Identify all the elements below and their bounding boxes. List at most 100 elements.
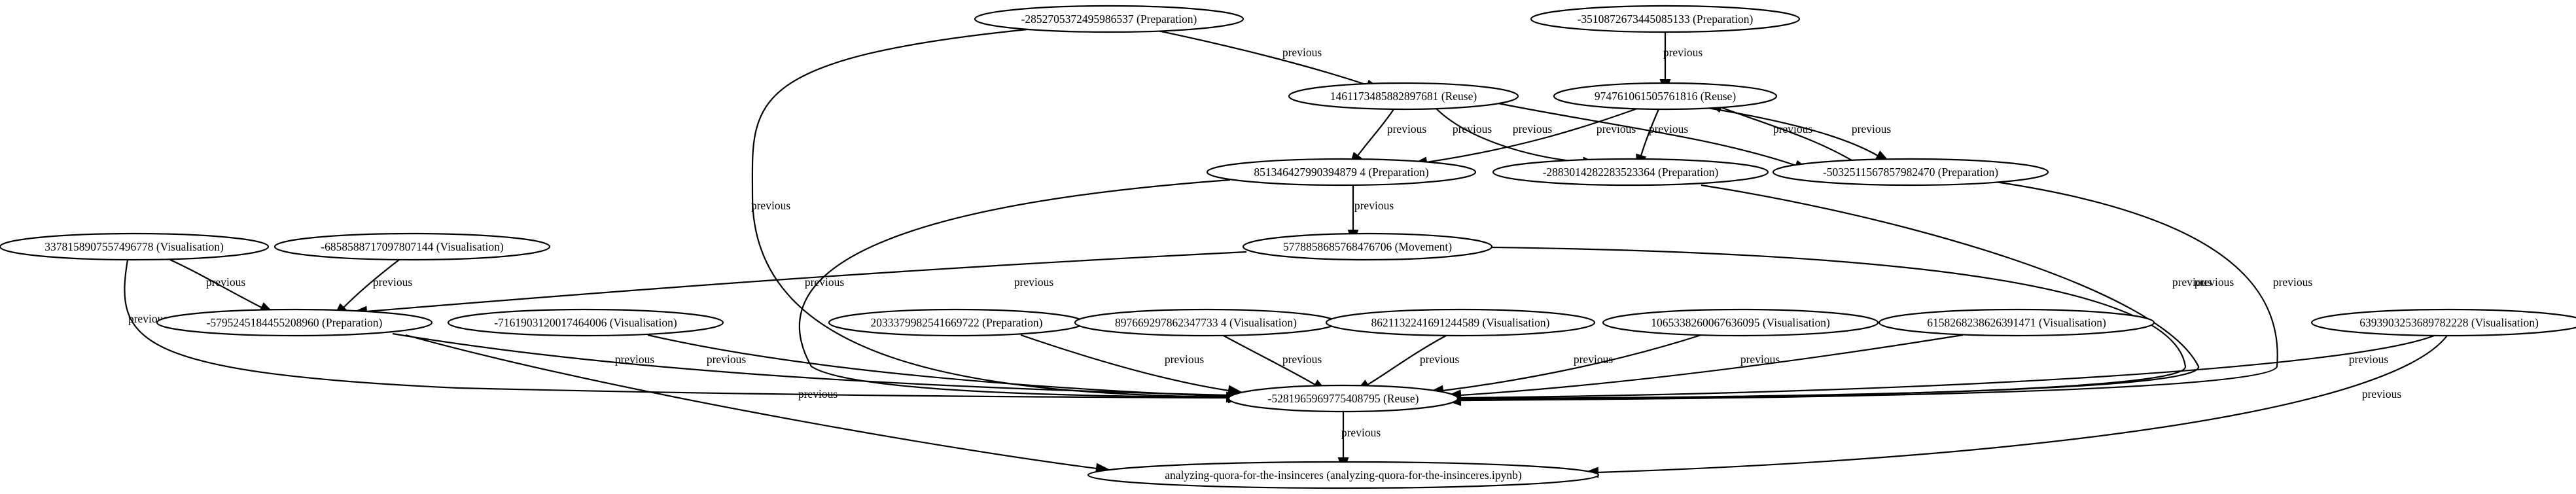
node-n9747[interactable]: 974761061505761816 (Reuse) bbox=[1553, 82, 1778, 111]
edge-label: previous bbox=[1165, 353, 1204, 366]
node-n2883[interactable]: -2883014282283523364 (Preparation) bbox=[1492, 158, 1769, 186]
edge-line bbox=[1460, 246, 2187, 400]
edge-label: previous bbox=[206, 275, 245, 289]
node-shape bbox=[1772, 158, 2049, 186]
node-shape bbox=[2310, 308, 2576, 337]
edge-n2852-to-n5281: previous bbox=[751, 28, 1243, 403]
edges-layer: previous previous previous previous previous… bbox=[124, 28, 2448, 478]
edge-label: previous bbox=[1341, 426, 1381, 439]
edge-label: previous bbox=[1387, 122, 1426, 135]
node-nquora[interactable]: analyzing-quora-for-the-insinceres (anal… bbox=[1087, 461, 1600, 489]
edge-line bbox=[1223, 335, 1316, 385]
node-n5795[interactable]: -5795245184455208960 (Preparation) bbox=[156, 308, 433, 337]
node-n7161[interactable]: -7161903120017464006 (Visualisation) bbox=[447, 308, 724, 337]
node-shape bbox=[1602, 308, 1879, 337]
edge-label: previous bbox=[615, 353, 654, 366]
edge-label: previous bbox=[1014, 275, 1053, 289]
node-label: 3378158907557496778 (Visualisation) bbox=[44, 240, 224, 253]
edge-n5795-to-nquora: previous bbox=[405, 334, 1112, 474]
node-n8621[interactable]: 8621132241691244589 (Visualisation) bbox=[1325, 308, 1596, 337]
edge-n9747-to-n8513: previous bbox=[1411, 107, 1640, 168]
node-n2033[interactable]: 2033379982541669722 (Preparation) bbox=[828, 308, 1085, 337]
edge-line bbox=[1597, 335, 2448, 474]
edge-line bbox=[343, 259, 400, 308]
edge-n1461-to-n8513: previous bbox=[1349, 109, 1426, 168]
node-shape bbox=[447, 308, 724, 337]
edge-label: previous bbox=[1852, 122, 1891, 135]
node-n5032[interactable]: -5032511567857982470 (Preparation) bbox=[1772, 158, 2049, 186]
edge-line bbox=[1426, 107, 1640, 164]
node-n6858[interactable]: -6858588717097807144 (Visualisation) bbox=[273, 232, 551, 261]
edge-label: previous bbox=[1282, 353, 1322, 366]
edge-n8976-to-n5281: previous bbox=[1223, 335, 1328, 393]
edge-line bbox=[1020, 334, 1229, 392]
edge-n5032-to-n9747: previous bbox=[1706, 101, 1852, 161]
edge-line bbox=[647, 334, 1229, 398]
node-label: 8621132241691244589 (Visualisation) bbox=[1371, 316, 1550, 329]
edge-label: previous bbox=[1773, 122, 1812, 135]
node-shape bbox=[1087, 461, 1600, 489]
edge-n7161-to-n5281: previous bbox=[647, 334, 1244, 402]
edge-line bbox=[1367, 335, 1447, 385]
node-label: 851346427990394879 4 (Preparation) bbox=[1254, 166, 1428, 179]
node-n1461[interactable]: 1461173485882897681 (Reuse) bbox=[1288, 82, 1519, 111]
node-shape bbox=[156, 308, 433, 337]
edge-label: previous bbox=[1513, 122, 1552, 135]
node-label: 1461173485882897681 (Reuse) bbox=[1330, 90, 1477, 103]
node-shape bbox=[1206, 158, 1477, 186]
node-label: 5778858685768476706 (Movement) bbox=[1283, 240, 1452, 253]
edge-line bbox=[392, 332, 1229, 397]
edge-label: previous bbox=[751, 199, 790, 212]
edge-label: previous bbox=[798, 387, 838, 400]
node-shape bbox=[1878, 308, 2155, 337]
edge-label: previous bbox=[805, 275, 844, 289]
edge-label: previous bbox=[2349, 353, 2388, 366]
edge-line bbox=[1460, 334, 1964, 397]
edge-line bbox=[1640, 109, 1660, 156]
node-label: -3510872673445085133 (Preparation) bbox=[1578, 12, 1754, 26]
node-n1065[interactable]: 1065338260067636095 (Visualisation) bbox=[1602, 308, 1879, 337]
nodes-layer: -2852705372495986537 (Preparation) -35108… bbox=[0, 5, 2576, 489]
node-label: 6393903253689782228 (Visualisation) bbox=[2359, 316, 2539, 329]
edge-n2852-to-n1461: previous bbox=[1151, 28, 1382, 90]
node-label: 974761061505761816 (Reuse) bbox=[1595, 90, 1736, 103]
edge-line bbox=[1442, 334, 1702, 392]
node-shape bbox=[1553, 82, 1778, 111]
edge-label: previous bbox=[1597, 122, 1636, 135]
edge-n6393-to-nquora: previous bbox=[1582, 335, 2448, 478]
node-label: -6858588717097807144 (Visualisation) bbox=[321, 240, 504, 253]
edge-label: previous bbox=[1420, 353, 1459, 366]
edge-line bbox=[169, 259, 262, 308]
node-shape bbox=[1242, 232, 1493, 261]
edge-label: previous bbox=[1649, 122, 1688, 135]
edge-line bbox=[1720, 106, 1852, 161]
node-shape bbox=[273, 232, 551, 261]
edge-n8513-to-n5281: previous bbox=[798, 179, 1244, 403]
edge-line bbox=[1460, 334, 2435, 399]
node-n3510[interactable]: -3510872673445085133 (Preparation) bbox=[1530, 5, 1801, 33]
edge-line bbox=[1151, 28, 1368, 86]
edge-label: previous bbox=[373, 275, 412, 289]
node-n8976[interactable]: 897669297862347733 4 (Visualisation) bbox=[1074, 308, 1338, 337]
node-n6393[interactable]: 6393903253689782228 (Visualisation) bbox=[2310, 308, 2576, 337]
node-label: -7161903120017464006 (Visualisation) bbox=[494, 316, 677, 329]
edge-line bbox=[405, 334, 1097, 470]
node-n2852[interactable]: -2852705372495986537 (Preparation) bbox=[974, 5, 1244, 33]
node-n5281[interactable]: -5281965969775408795 (Reuse) bbox=[1227, 384, 1459, 413]
node-shape bbox=[1530, 5, 1801, 33]
edge-line bbox=[798, 179, 1231, 398]
node-shape bbox=[1227, 384, 1459, 413]
node-n8513[interactable]: 851346427990394879 4 (Preparation) bbox=[1206, 158, 1477, 186]
edge-label: previous bbox=[2273, 275, 2312, 289]
edge-label: previous bbox=[2195, 275, 2234, 289]
edge-line bbox=[1707, 107, 1879, 156]
node-n5778[interactable]: 5778858685768476706 (Movement) bbox=[1242, 232, 1493, 261]
edge-label: previous bbox=[1354, 199, 1394, 212]
node-n3378[interactable]: 3378158907557496778 (Visualisation) bbox=[0, 232, 270, 261]
node-n6158[interactable]: 6158268238626391471 (Visualisation) bbox=[1878, 308, 2155, 337]
node-label: 6158268238626391471 (Visualisation) bbox=[1927, 316, 2106, 329]
edge-n8621-to-n5281: previous bbox=[1354, 335, 1459, 393]
edge-label: previous bbox=[1282, 46, 1322, 59]
edge-label: previous bbox=[1663, 46, 1703, 59]
